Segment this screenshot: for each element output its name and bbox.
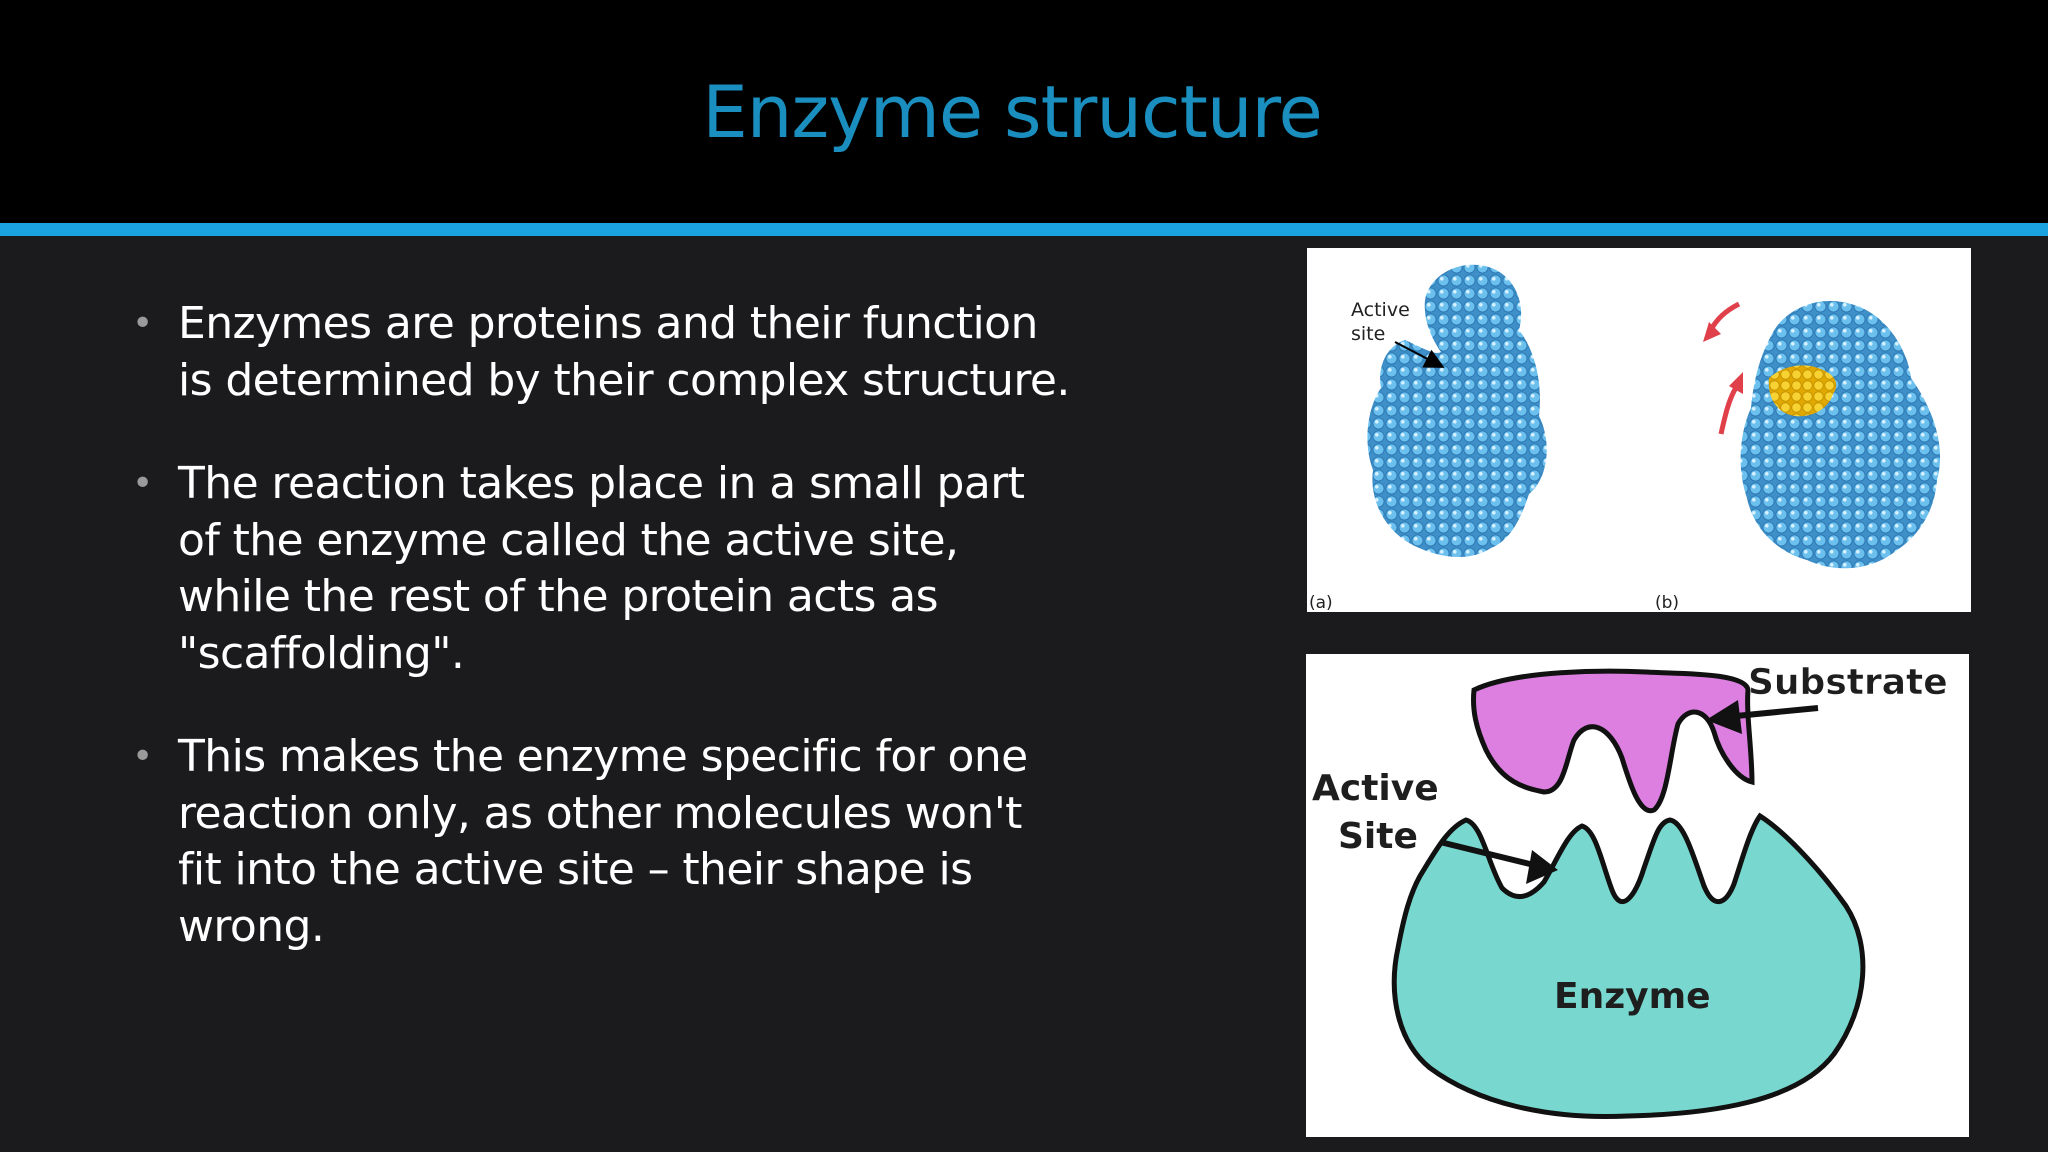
bound-substrate	[1768, 365, 1837, 417]
substrate-pointer-arrow	[1735, 705, 1819, 719]
enzyme-shape	[1391, 812, 1866, 1120]
protein-model-figure: Active site (a) (b)	[1307, 248, 1971, 613]
title-bar: Enzyme structure	[0, 0, 2048, 223]
active-site-pointer-arrow	[1439, 839, 1539, 869]
bullet-text: This makes the enzyme specific for one r…	[178, 731, 1028, 952]
bullet-dot: •	[132, 463, 153, 504]
bullet-dot: •	[132, 303, 153, 344]
red-arrow-head-icon	[1703, 322, 1721, 342]
bullet-text: The reaction takes place in a small part…	[178, 458, 1025, 679]
bullet-dot: •	[132, 736, 153, 777]
active-site-label-line1: Active	[1312, 768, 1439, 809]
slide-title: Enzyme structure	[702, 70, 1323, 154]
active-site-label-line2: site	[1351, 323, 1385, 345]
bullet-item: • Enzymes are proteins and their functio…	[130, 296, 1070, 409]
title-divider	[0, 223, 2048, 236]
active-site-label-line1: Active	[1351, 299, 1410, 321]
bullet-text: Enzymes are proteins and their function …	[178, 298, 1070, 406]
substrate-shape	[1471, 668, 1755, 814]
red-arrow-icon	[1708, 301, 1741, 332]
arrow-head-icon	[1706, 700, 1742, 734]
protein-a-shape	[1367, 264, 1547, 557]
lock-and-key-figure: Substrate Active Site Enzyme	[1306, 654, 1969, 1137]
enzyme-label: Enzyme	[1554, 976, 1711, 1017]
active-site-pointer-arrow	[1394, 341, 1445, 368]
active-site-label-line2: Site	[1338, 816, 1418, 857]
red-arrow-icon	[1718, 384, 1740, 435]
substrate-label: Substrate	[1748, 662, 1948, 703]
lock-and-key-svg: Substrate Active Site Enzyme	[1312, 662, 1948, 1120]
panel-b-label: (b)	[1655, 593, 1679, 612]
arrow-head-icon	[1526, 850, 1558, 884]
bullet-item: • The reaction takes place in a small pa…	[130, 456, 1070, 682]
panel-a-label: (a)	[1309, 593, 1333, 612]
protein-b-shape	[1740, 300, 1941, 569]
red-arrow-head-icon	[1729, 372, 1743, 394]
protein-model-svg: Active site (a) (b)	[1309, 264, 1941, 613]
bullet-item: • This makes the enzyme specific for one…	[130, 729, 1070, 955]
bullet-list: • Enzymes are proteins and their functio…	[130, 296, 1070, 1002]
